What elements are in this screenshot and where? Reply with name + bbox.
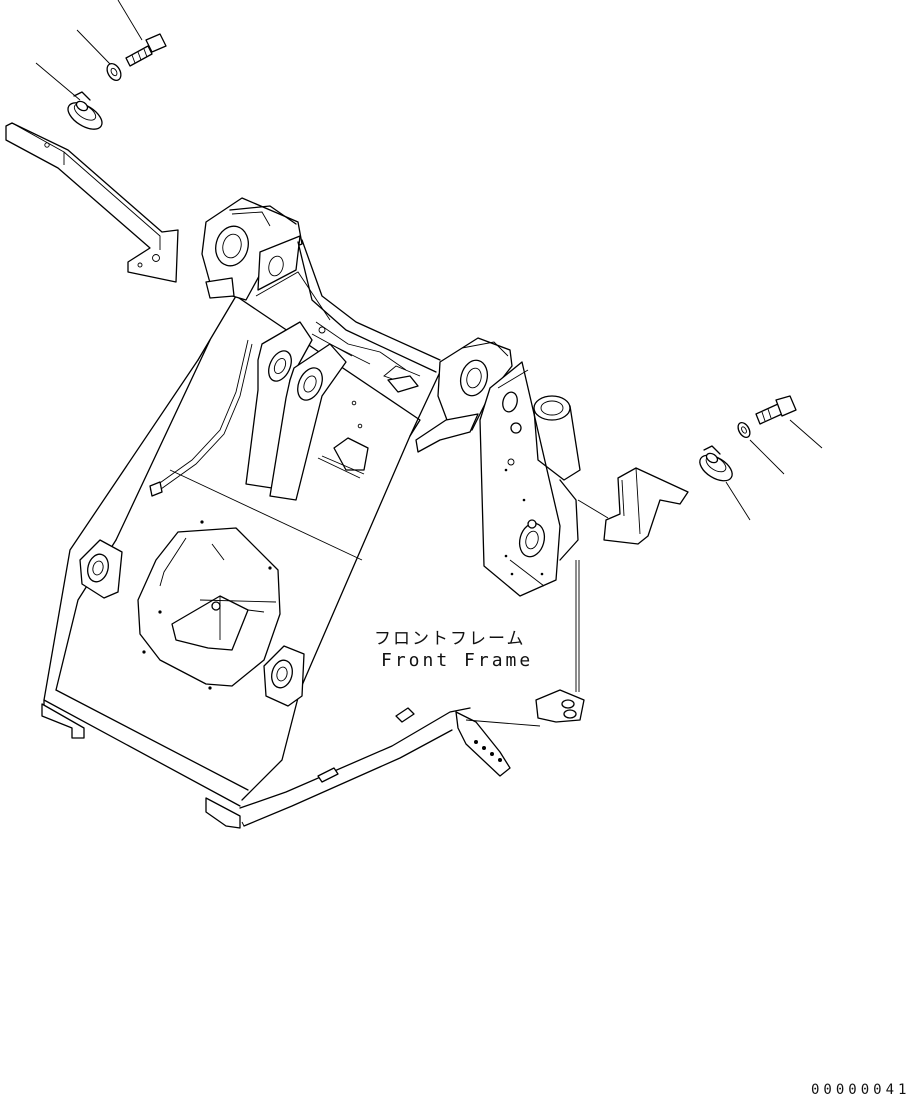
bump-stop-centre — [317, 400, 369, 479]
hose-routing — [149, 339, 421, 497]
top-left-fastener-group — [35, 0, 167, 130]
side-lug-left — [79, 539, 123, 599]
leader-line-bolt-right — [789, 419, 823, 449]
bolt-left — [125, 33, 167, 67]
part-name-jp-label: フロントフレーム — [374, 629, 526, 649]
bracket-arm-right — [577, 467, 689, 545]
bracket-arm-left — [5, 122, 179, 283]
pivot-tower-right — [415, 337, 513, 453]
boom-brackets-centre — [245, 321, 371, 501]
leader-line-mount-left — [35, 62, 81, 101]
steering-socket-right — [533, 395, 581, 561]
tie-bar-end-plate — [455, 711, 511, 777]
leader-line-bolt-left — [117, 0, 143, 41]
pivot-bore-right — [459, 359, 489, 397]
side-plate-right — [479, 361, 561, 597]
foot-left — [41, 703, 85, 739]
pivot-tower-left — [201, 197, 303, 301]
clevis-right — [535, 560, 585, 723]
socket-rim — [533, 395, 571, 421]
washer-right — [737, 421, 751, 439]
foot-centre — [205, 797, 241, 829]
window-inner-block — [171, 595, 249, 651]
leader-line-washer-right — [749, 439, 785, 475]
right-fastener-group — [699, 395, 823, 521]
leader-line-mount-right — [725, 481, 751, 521]
leader-line-washer-left — [76, 29, 111, 65]
rubber-mount-right — [699, 445, 733, 482]
top-cross-beam — [255, 239, 441, 373]
inspection-window — [137, 520, 281, 690]
bolt-right — [755, 395, 797, 425]
washer-left — [106, 62, 122, 82]
lug-lower-centre — [263, 645, 305, 707]
rubber-mount-left — [67, 91, 103, 130]
drawing-code-label: 00000041 — [811, 1082, 911, 1098]
main-frame-body — [41, 295, 441, 829]
part-name-en-label: Front Frame — [381, 650, 534, 671]
tie-bar-lower — [239, 707, 541, 827]
pivot-bore-left — [215, 225, 249, 267]
